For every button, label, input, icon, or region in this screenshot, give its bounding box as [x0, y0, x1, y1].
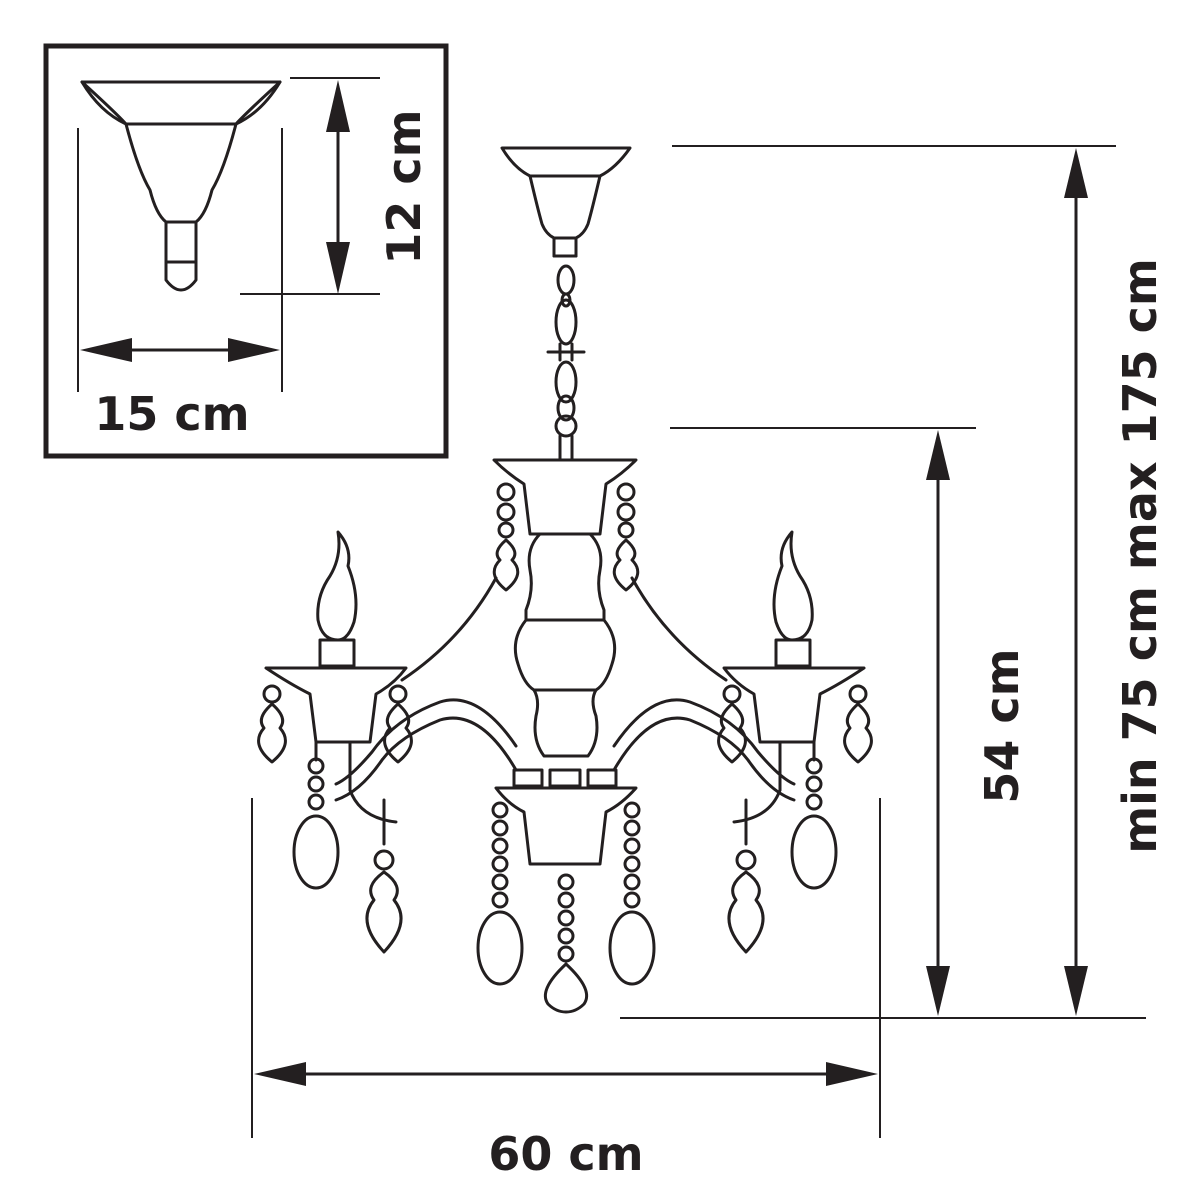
canopy-width-label: 15 cm [94, 387, 249, 441]
total-height-label: min 75 cm max 175 cm [1113, 258, 1167, 854]
canopy-height-dimension: 12 cm [326, 80, 431, 294]
fixture-height-label: 54 cm [975, 648, 1029, 803]
left-arm-crystals [257, 684, 413, 954]
top-cup [492, 458, 638, 536]
fixture-width-dimension: 60 cm [251, 798, 881, 1181]
right-candle-holder [722, 530, 866, 824]
fixture-width-label: 60 cm [488, 1127, 643, 1181]
canopy-width-dimension: 15 cm [80, 338, 280, 441]
canopy-drawing [80, 80, 282, 292]
central-column [513, 532, 617, 758]
left-candle-holder [264, 530, 408, 824]
lower-arms [334, 698, 796, 802]
canopy-inset: 15 cm 12 cm [43, 43, 449, 459]
ceiling-canopy [500, 146, 632, 258]
suspension-chain [546, 264, 586, 462]
inset-frame [43, 43, 449, 459]
bottom-cup-crystals [476, 801, 656, 1014]
top-cup-crystals [492, 482, 640, 592]
bottom-cup [494, 768, 638, 866]
canopy-height-label: 12 cm [377, 109, 431, 264]
upper-arms [400, 576, 728, 682]
total-height-dimension: min 75 cm max 175 cm [620, 145, 1167, 1019]
right-arm-crystals [717, 684, 873, 954]
chandelier-drawing [257, 146, 873, 1014]
fixture-height-dimension: 54 cm [670, 427, 1029, 1016]
